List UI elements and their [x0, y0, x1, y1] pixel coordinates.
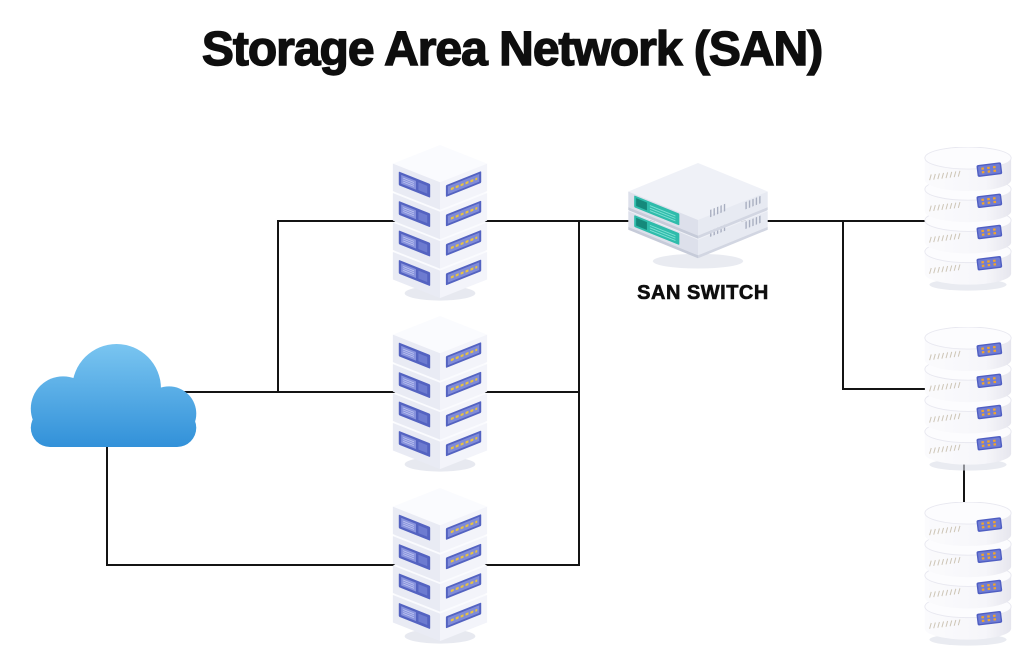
storage-array-2-icon: [922, 327, 1014, 472]
cloud-icon: [12, 338, 207, 451]
server-stack-2-icon: [385, 316, 495, 475]
connector-center-vertical: [578, 220, 580, 566]
connector-top-bus: [277, 220, 928, 222]
san-switch-label: SAN SWITCH: [637, 282, 769, 305]
connector-right-vertical: [842, 220, 844, 390]
connector-cloud-vertical: [106, 430, 108, 566]
connector-bottom-horizontal: [106, 564, 580, 566]
connector-left-vertical: [277, 220, 279, 393]
san-switch-icon: [624, 163, 772, 271]
storage-array-3-icon: [922, 502, 1014, 647]
connector-cloud-to-server2: [150, 391, 580, 393]
connector-to-storage2: [842, 388, 930, 390]
storage-array-1-icon: [922, 147, 1014, 292]
connector-storage2-to-storage3: [963, 455, 965, 515]
page-title: Storage Area Network (SAN): [201, 22, 824, 76]
server-stack-3-icon: [385, 488, 495, 647]
server-stack-1-icon: [385, 145, 495, 304]
